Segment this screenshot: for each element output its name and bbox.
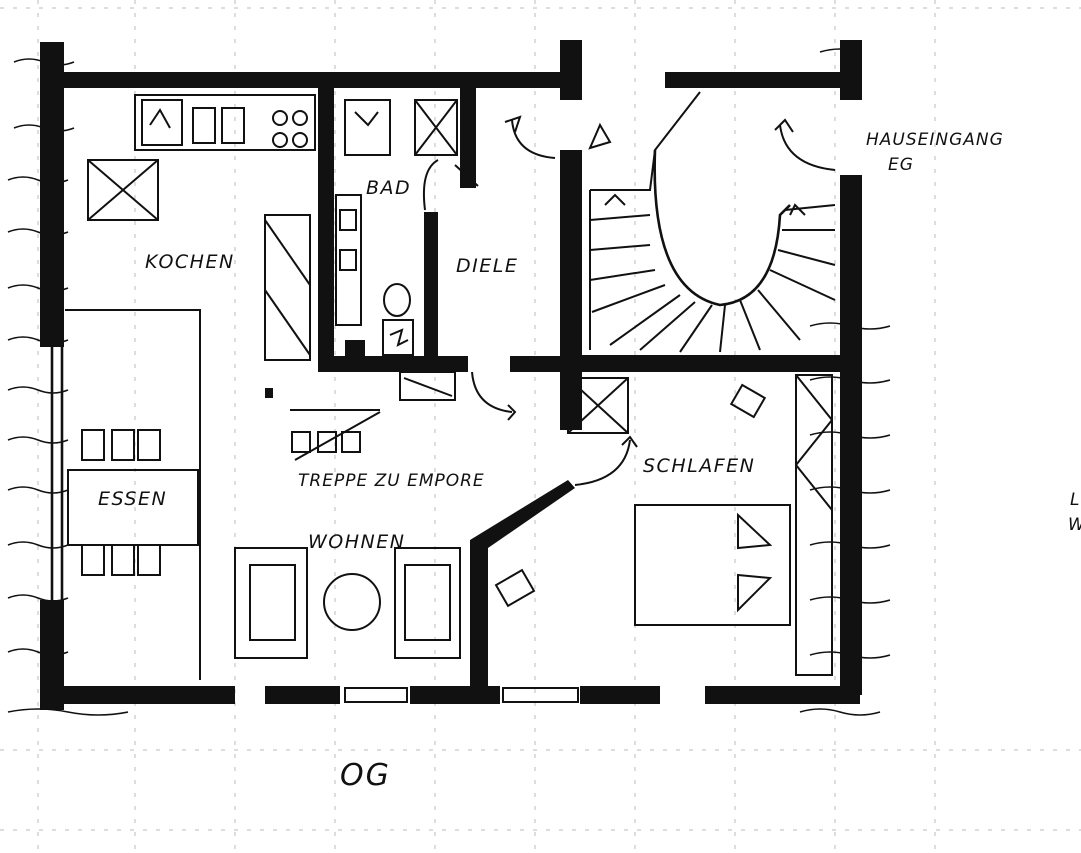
living-furniture	[234, 547, 536, 659]
edge-fragment-bottom: W	[1068, 515, 1081, 535]
bath-fixtures	[335, 99, 458, 358]
annotation-hauseingang: HAUSEINGANG	[866, 130, 1004, 150]
room-label-schlafen: SCHLAFEN	[643, 455, 755, 477]
interior-walls	[318, 78, 840, 690]
annotation-eg: EG	[888, 155, 914, 175]
room-label-kochen: KOCHEN	[145, 251, 235, 273]
room-label-wohnen: WOHNEN	[308, 531, 405, 553]
section-marks-left	[7, 58, 129, 716]
annotation-treppe: TREPPE ZU EMPORE	[298, 471, 485, 491]
room-label-bad: BAD	[366, 177, 411, 199]
door-swings	[399, 115, 836, 486]
main-staircase	[589, 91, 836, 353]
edge-fragment-top: L	[1070, 490, 1080, 510]
room-label-essen: ESSEN	[98, 488, 167, 510]
outer-walls	[40, 40, 862, 710]
bedroom-furniture	[567, 374, 833, 676]
kitchen-counter	[87, 94, 316, 361]
gallery-stair	[265, 388, 381, 461]
floor-label: OG	[340, 758, 391, 793]
room-label-diele: DIELE	[456, 255, 518, 277]
dining-area	[65, 309, 201, 680]
